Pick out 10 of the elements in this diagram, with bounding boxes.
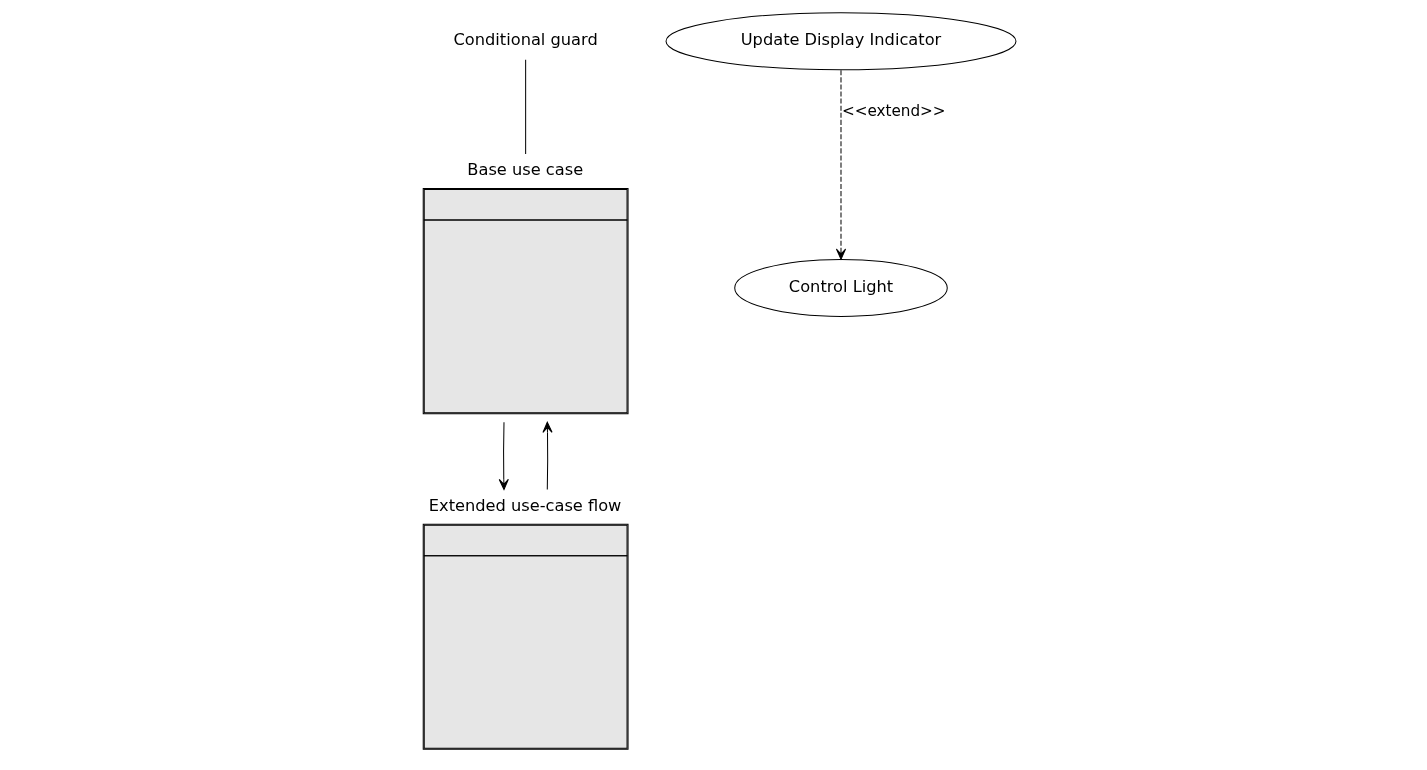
node-label: Base use case (467, 160, 584, 180)
node-ellipse: Control Light (734, 258, 948, 317)
node-text: Conditional guard (453, 30, 598, 50)
connector (525, 59, 527, 155)
node-label: Extended use-case flow (428, 495, 622, 515)
arrow (498, 421, 509, 490)
arrow (542, 421, 553, 490)
node-ellipse: Update Display Indicator (665, 12, 1017, 71)
edge-label: <<extend>> (841, 101, 946, 120)
arrow (835, 69, 847, 260)
